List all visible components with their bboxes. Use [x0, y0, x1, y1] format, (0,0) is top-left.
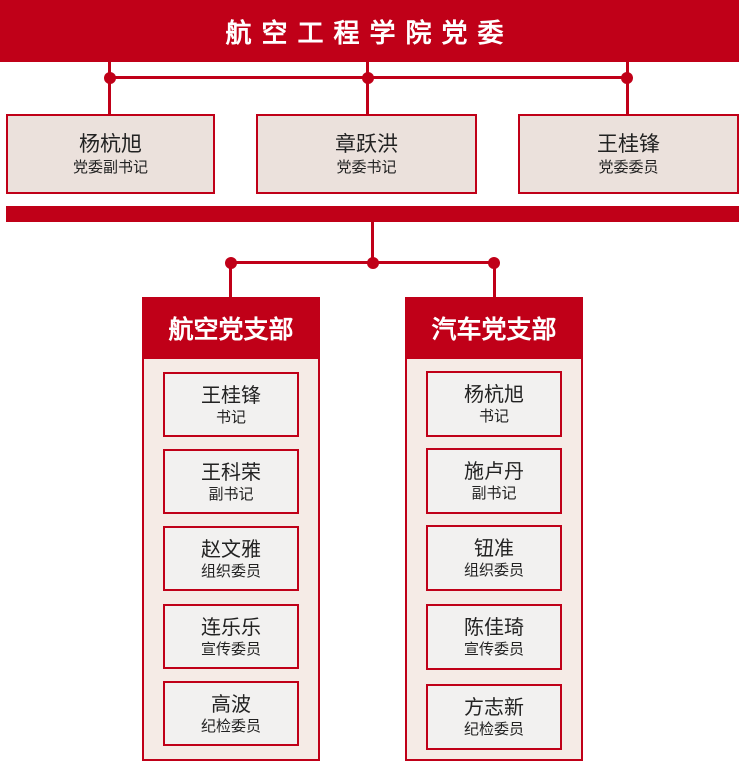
- member-name: 高波: [211, 691, 251, 716]
- leader-name: 杨杭旭: [79, 132, 142, 156]
- member-name: 王科荣: [201, 459, 261, 484]
- member-card: 赵文雅 组织委员: [163, 526, 299, 591]
- member-role: 纪检委员: [200, 716, 261, 735]
- branch-title: 航空党支部: [142, 297, 320, 359]
- leader-role: 党委副书记: [72, 158, 148, 176]
- member-name: 王桂锋: [201, 382, 261, 407]
- leader-card: 章跃洪 党委书记: [256, 114, 477, 194]
- committee-title-banner: 航空工程学院党委: [0, 0, 739, 62]
- member-role: 书记: [478, 407, 509, 425]
- branch-connector-right: [493, 262, 496, 298]
- member-name: 连乐乐: [201, 614, 261, 639]
- member-name: 方志新: [464, 695, 524, 719]
- member-card: 钮准 组织委员: [426, 525, 562, 591]
- member-card: 施卢丹 副书记: [426, 448, 562, 514]
- connector-dot: [488, 257, 500, 269]
- leader-connector-center: [366, 62, 369, 114]
- leader-connector-right: [626, 62, 629, 114]
- member-card: 陈佳琦 宣传委员: [426, 604, 562, 670]
- member-role: 副书记: [208, 484, 254, 503]
- member-name: 陈佳琦: [464, 615, 524, 639]
- member-card: 杨杭旭 书记: [426, 371, 562, 437]
- member-card: 方志新 纪检委员: [426, 684, 562, 750]
- member-role: 宣传委员: [463, 640, 524, 658]
- member-role: 组织委员: [200, 561, 261, 580]
- member-card: 高波 纪检委员: [163, 681, 299, 746]
- connector-dot: [367, 257, 379, 269]
- connector-dot: [225, 257, 237, 269]
- committee-title: 航空工程学院党委: [225, 18, 514, 49]
- leader-name: 章跃洪: [335, 132, 398, 156]
- member-role: 副书记: [471, 484, 517, 502]
- leader-role: 党委委员: [598, 158, 659, 176]
- leader-card: 杨杭旭 党委副书记: [6, 114, 215, 194]
- branch-title: 汽车党支部: [405, 297, 583, 359]
- leader-connector-left: [108, 62, 111, 114]
- branch-connector-stem: [371, 222, 374, 263]
- branch-name: 航空党支部: [168, 315, 294, 344]
- member-name: 赵文雅: [201, 536, 261, 561]
- divider-bar: [6, 206, 739, 222]
- connector-dot: [621, 72, 633, 84]
- member-role: 宣传委员: [200, 639, 261, 658]
- member-card: 王科荣 副书记: [163, 449, 299, 514]
- member-name: 施卢丹: [464, 459, 524, 483]
- branch-connector-left: [229, 262, 232, 298]
- branch-connector-h: [230, 261, 496, 264]
- member-role: 书记: [215, 407, 246, 426]
- member-card: 连乐乐 宣传委员: [163, 604, 299, 669]
- member-name: 钮准: [474, 536, 514, 560]
- leader-role: 党委书记: [336, 158, 397, 176]
- leader-name: 王桂锋: [597, 132, 660, 156]
- member-name: 杨杭旭: [464, 382, 524, 406]
- branch-name: 汽车党支部: [431, 315, 557, 344]
- leader-card: 王桂锋 党委委员: [518, 114, 739, 194]
- member-role: 组织委员: [463, 561, 524, 579]
- connector-dot: [362, 72, 374, 84]
- connector-dot: [104, 72, 116, 84]
- member-role: 纪检委员: [463, 720, 524, 738]
- member-card: 王桂锋 书记: [163, 372, 299, 437]
